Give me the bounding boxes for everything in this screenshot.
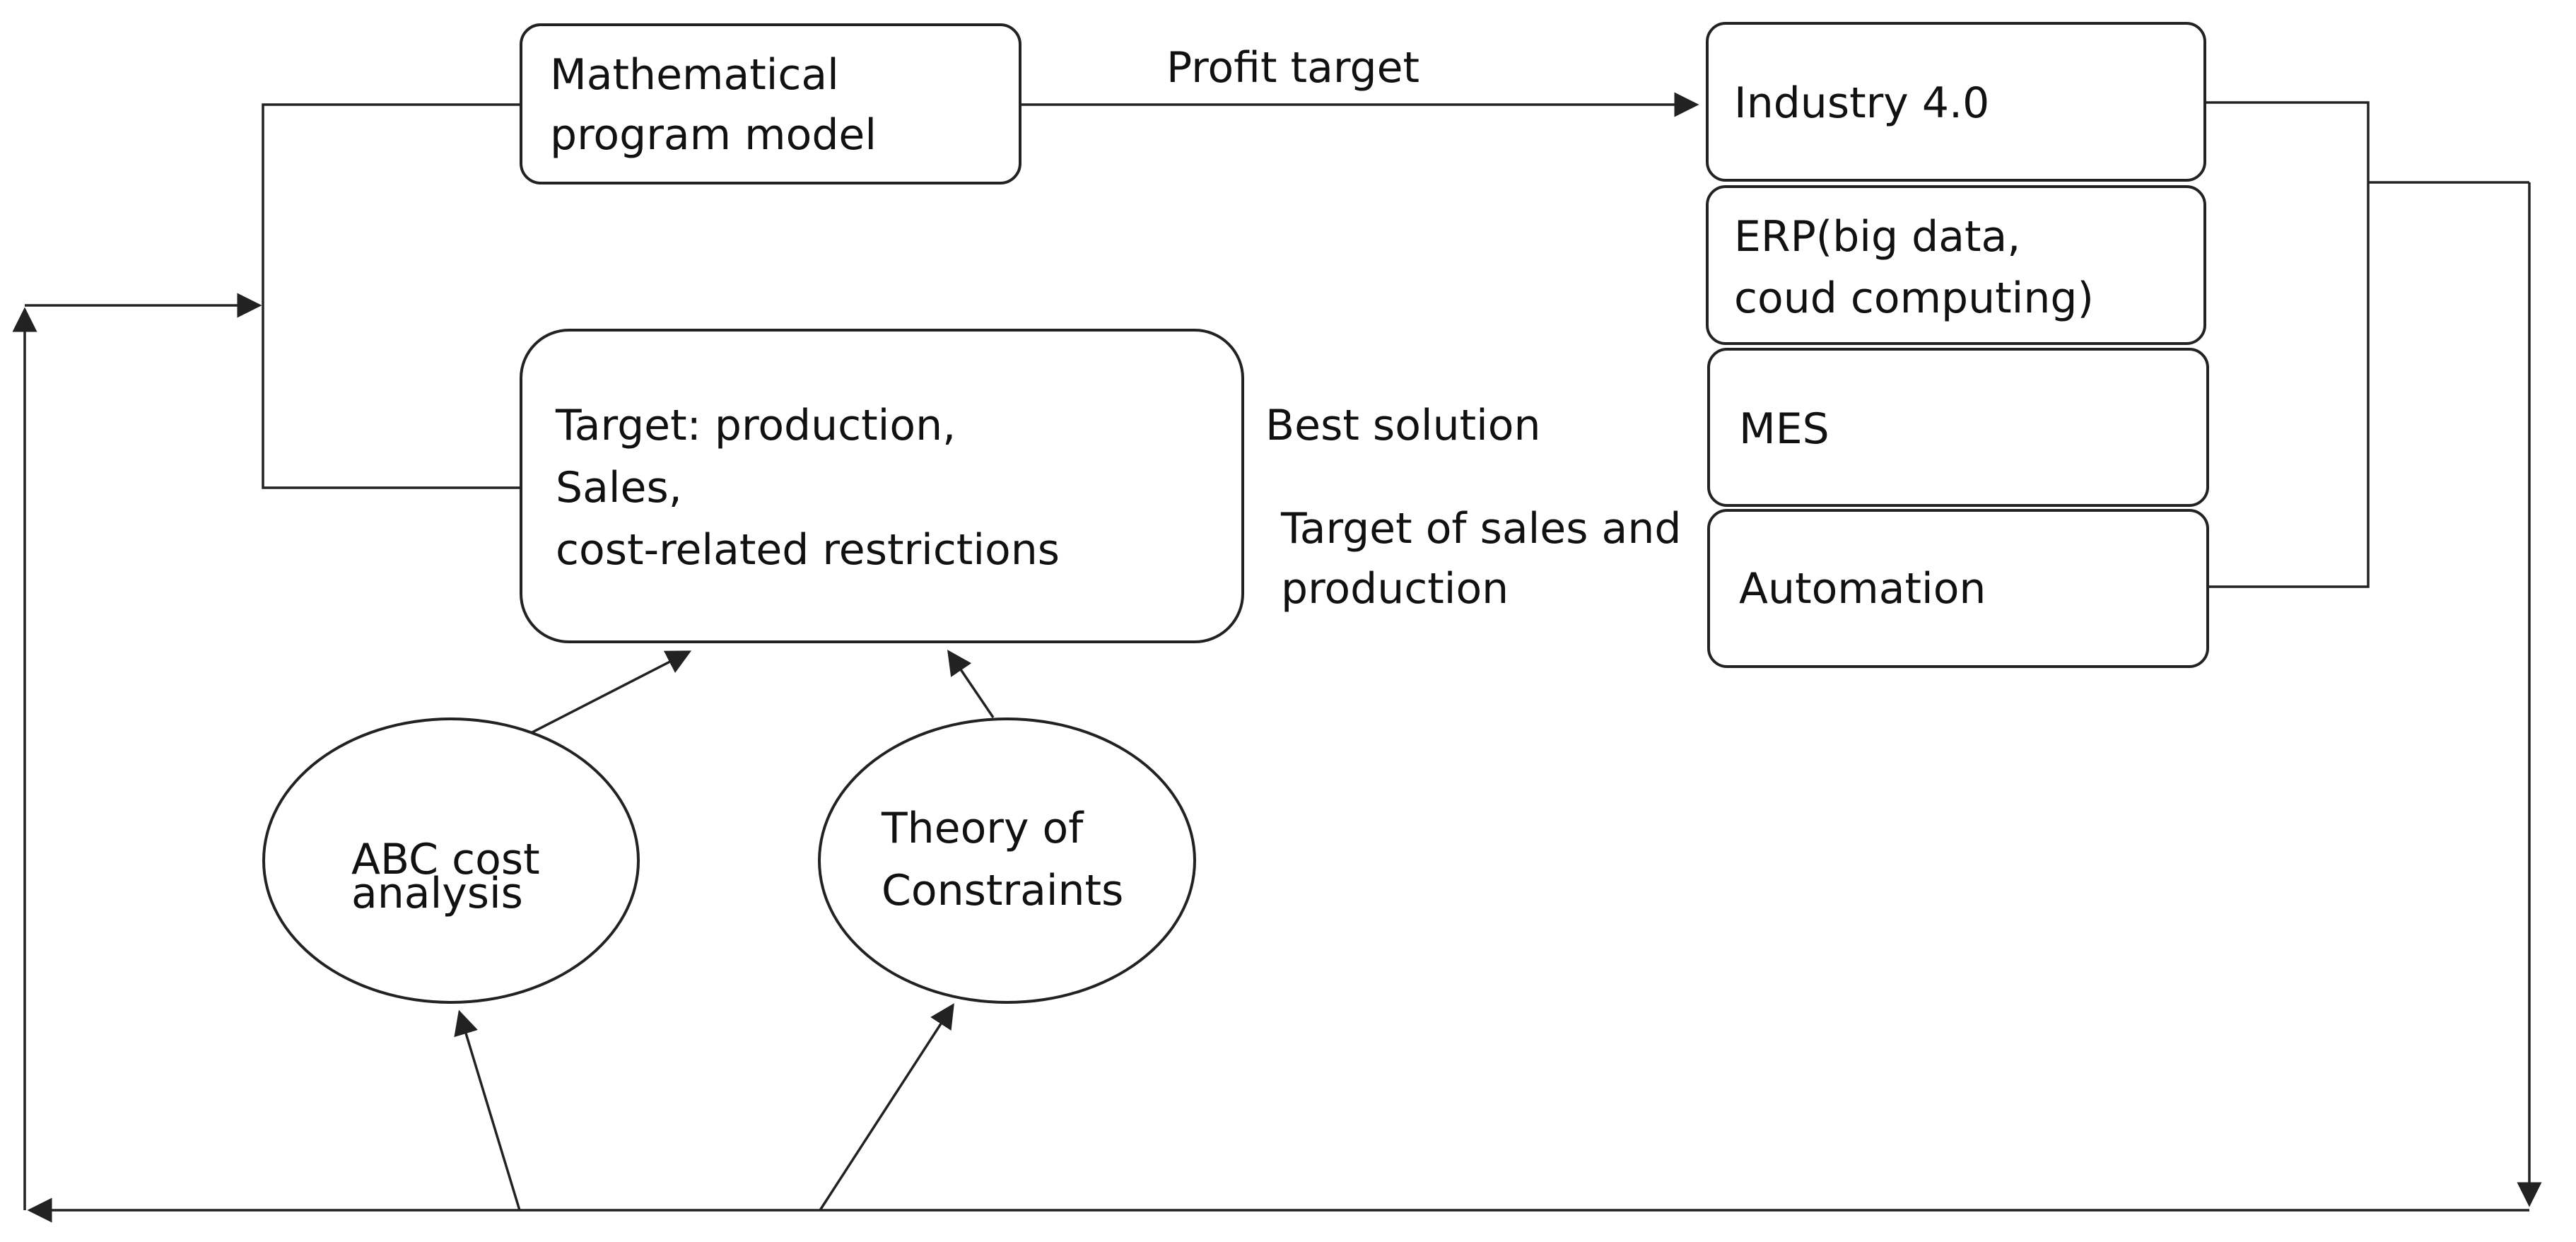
automation-box bbox=[1707, 509, 2209, 668]
abc-label-line1: ABC cost bbox=[351, 835, 540, 884]
target-box-label-line1: Target: production, bbox=[556, 401, 956, 450]
industry-label: Industry 4.0 bbox=[1734, 78, 1990, 128]
mes-box bbox=[1707, 348, 2209, 507]
mes-label: MES bbox=[1739, 404, 1829, 454]
target-sales-label-line2: production bbox=[1281, 564, 1509, 614]
abc-label-line2: analysis bbox=[351, 869, 523, 918]
toc-label-line1: Theory of bbox=[882, 804, 1084, 853]
bottom-to-toc-arrow bbox=[819, 1003, 954, 1211]
target-box-label-line2: Sales, bbox=[556, 463, 682, 512]
target-box bbox=[520, 329, 1244, 643]
toc-to-target-arrow bbox=[947, 650, 995, 718]
profit-target-label: Profit target bbox=[1166, 43, 1420, 93]
left-bracket-line bbox=[262, 103, 520, 489]
abc-to-target-arrow bbox=[526, 650, 692, 737]
target-box-label-line3: cost-related restrictions bbox=[556, 525, 1060, 575]
erp-label-line1: ERP(big data, bbox=[1734, 212, 2021, 262]
right-bracket-line bbox=[2206, 101, 2370, 588]
erp-box bbox=[1706, 185, 2206, 345]
best-solution-label: Best solution bbox=[1265, 401, 1541, 450]
target-sales-label-line1: Target of sales and bbox=[1281, 504, 1682, 553]
bottom-to-abc-arrow bbox=[454, 1009, 521, 1211]
math-model-label-line1: Mathematical bbox=[550, 50, 839, 100]
industry-box bbox=[1706, 22, 2206, 182]
abc-ellipse bbox=[262, 717, 640, 1004]
toc-label-line2: Constraints bbox=[882, 866, 1124, 915]
toc-ellipse bbox=[818, 717, 1196, 1004]
erp-label-line2: coud computing) bbox=[1734, 274, 2094, 323]
automation-label: Automation bbox=[1739, 564, 1986, 614]
math-model-label-line2: program model bbox=[550, 110, 877, 160]
math-model-box bbox=[520, 23, 1021, 184]
